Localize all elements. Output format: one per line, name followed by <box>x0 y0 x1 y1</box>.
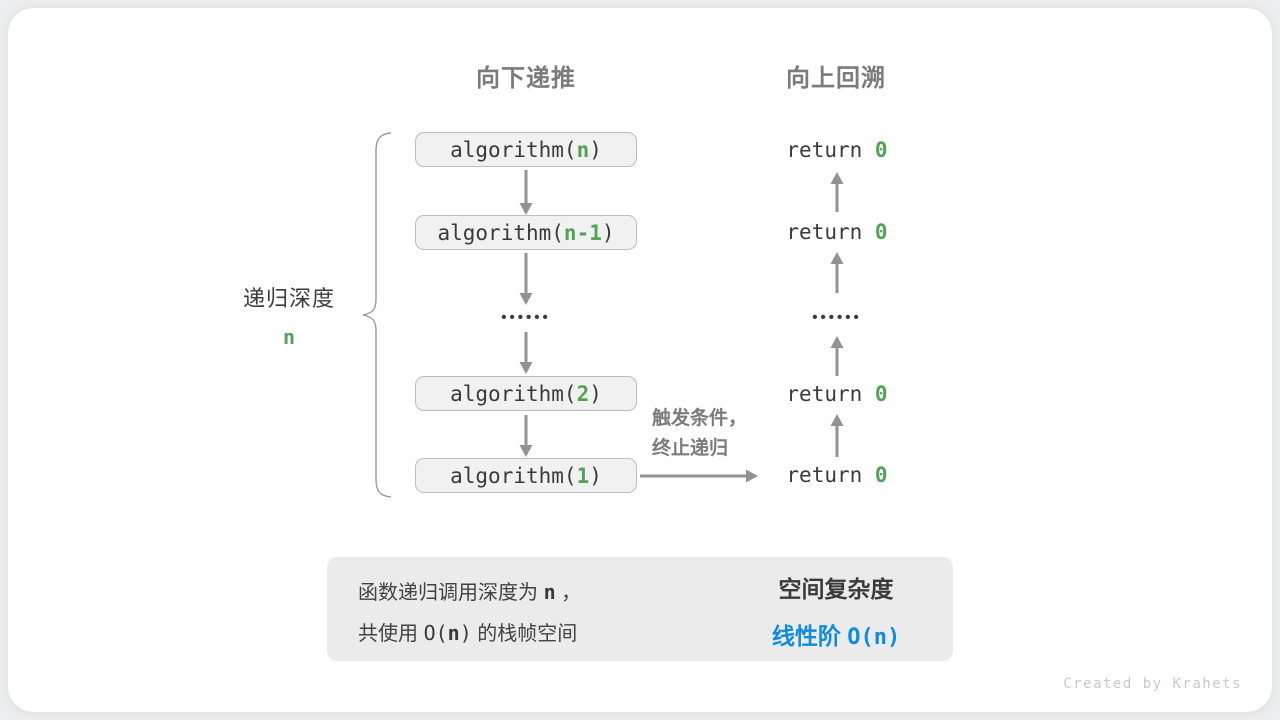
call-box-algorithm-n-1: algorithm(n-1) <box>415 215 637 250</box>
complexity-result-notation: O(n) <box>847 625 901 650</box>
return-stack-ellipsis: •••••• <box>812 309 862 326</box>
summary-description-line2: 共使用 O(n) 的栈帧空间 <box>358 613 658 654</box>
return-keyword: return <box>786 382 875 406</box>
upward-backtrack-title: 向上回溯 <box>786 65 886 92</box>
depth-label-value: n <box>282 325 296 349</box>
return-keyword: return <box>786 138 875 162</box>
call-code-suffix: ) <box>589 137 602 162</box>
return-value: 0 <box>874 382 888 406</box>
call-code-suffix: ) <box>589 381 602 406</box>
return-keyword: return <box>786 220 875 244</box>
summary-description: 函数递归调用深度为 n ， 共使用 O(n) 的栈帧空间 <box>358 572 658 654</box>
space-complexity-title: 空间复杂度 <box>778 576 894 602</box>
call-stack-ellipsis: •••••• <box>501 309 551 326</box>
summary-text: 共使用 <box>358 623 424 645</box>
summary-description-line1: 函数递归调用深度为 n ， <box>358 572 658 613</box>
return-value: 0 <box>874 138 888 162</box>
summary-panel <box>327 557 953 661</box>
return-statement: return 0 <box>726 382 948 408</box>
call-code-prefix: algorithm( <box>450 463 577 488</box>
summary-big-o-close: ) <box>459 621 472 645</box>
call-code-suffix: ) <box>589 463 602 488</box>
return-value: 0 <box>874 220 888 244</box>
call-code-arg: 1 <box>576 463 590 488</box>
return-value: 0 <box>874 463 888 487</box>
call-code-prefix: algorithm( <box>437 220 564 245</box>
terminate-condition-label: 触发条件， 终止递归 <box>652 404 747 464</box>
terminate-condition-line1: 触发条件， <box>652 408 748 429</box>
summary-highlight-n: n <box>543 580 556 604</box>
return-statement: return 0 <box>726 138 948 164</box>
call-box-algorithm-1: algorithm(1) <box>415 458 637 493</box>
return-statement: return 0 <box>726 220 948 246</box>
call-code-prefix: algorithm( <box>450 381 577 406</box>
summary-big-o-open: O( <box>423 621 448 645</box>
call-code-arg: n <box>576 137 590 162</box>
complexity-result: 线性阶 O(n) <box>716 617 956 651</box>
return-statement: return 0 <box>726 463 948 489</box>
summary-text: 函数递归调用深度为 <box>358 582 544 604</box>
summary-text: 的栈帧空间 <box>471 623 578 645</box>
summary-highlight-n: n <box>447 621 460 645</box>
call-code-suffix: ) <box>601 220 615 245</box>
call-code-arg: 2 <box>576 381 590 406</box>
call-code-prefix: algorithm( <box>450 137 577 162</box>
recursion-depth-label: 递归深度 n <box>199 281 379 349</box>
credit-text: Created by Krahets <box>1063 676 1242 692</box>
downward-recursion-title: 向下递推 <box>476 65 576 92</box>
summary-text: ， <box>555 582 582 604</box>
call-box-algorithm-n: algorithm(n) <box>415 132 637 167</box>
depth-label-text: 递归深度 <box>242 286 335 311</box>
summary-result: 空间复杂度 线性阶 O(n) <box>716 570 956 651</box>
return-keyword: return <box>786 463 875 487</box>
complexity-result-label: 线性阶 <box>771 623 848 649</box>
call-box-algorithm-2: algorithm(2) <box>415 376 637 411</box>
terminate-condition-line2: 终止递归 <box>652 438 729 459</box>
call-code-arg: n-1 <box>563 220 602 245</box>
